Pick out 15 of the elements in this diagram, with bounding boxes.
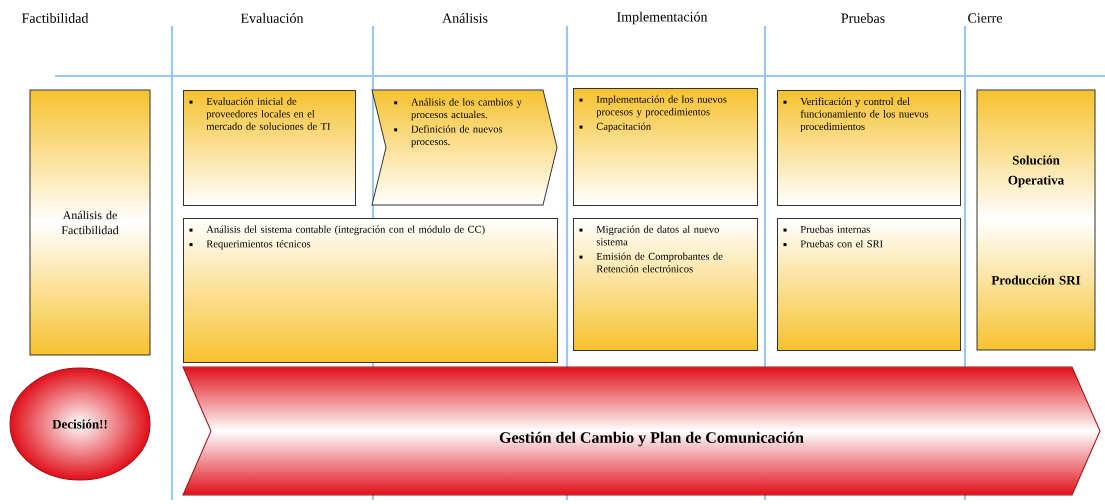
column-header: Cierre xyxy=(968,13,1002,23)
process-box: Verificación y control del funcionamiento de los nuevos procedimientos xyxy=(777,90,961,206)
process-box: Análisis de los cambios y procesos actuales. Definición de nuevos procesos. xyxy=(371,89,558,206)
phase-box: Análisis de Factibilidad xyxy=(29,89,151,356)
column-header: Implementación xyxy=(617,11,708,25)
column-header: Análisis xyxy=(442,13,488,23)
column-header: Evaluación xyxy=(240,13,304,23)
column-header: Pruebas xyxy=(841,13,885,23)
process-box: Implementación de los nuevos procesos y procedimientos Capacitación xyxy=(573,88,758,206)
column-header: Factibilidad xyxy=(21,13,89,23)
process-box: Pruebas internas Pruebas con el SRI xyxy=(777,218,961,351)
phase-box: Solución Operativa Producción SRI xyxy=(976,89,1096,351)
process-box: Migración de datos al nuevo sistema Emisión de Comprobantes de Retención electrónicos xyxy=(573,218,758,351)
process-box: Evaluación inicial de proveedores locales en el mercado de soluciones de TI xyxy=(183,90,356,206)
process-box: Análisis del sistema contable (integración con el módulo de CC) Requerimientos técnicos xyxy=(183,218,558,363)
